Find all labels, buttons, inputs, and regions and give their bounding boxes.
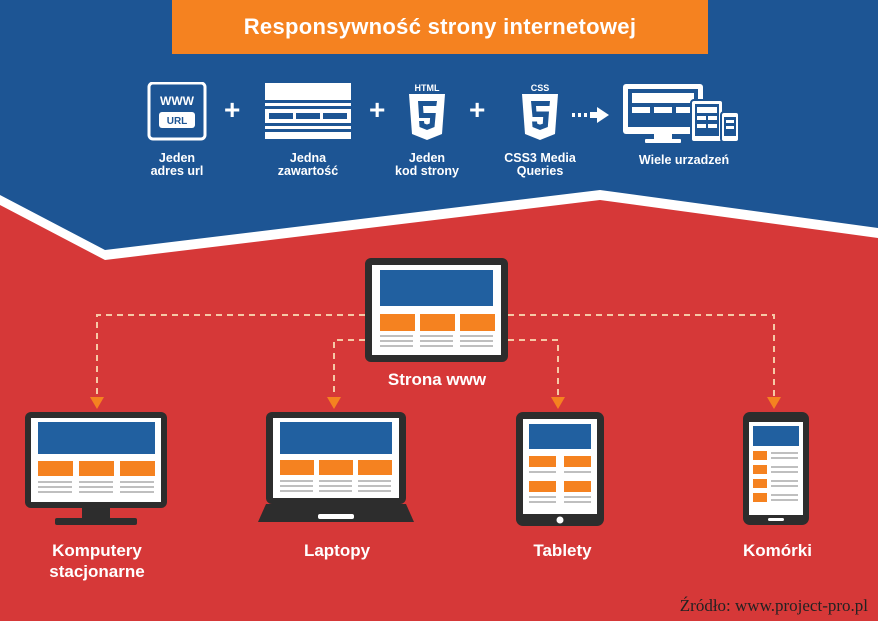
device-label-phone: Komórki (743, 541, 812, 560)
svg-text:HTML: HTML (415, 83, 440, 93)
html5-icon: HTML (409, 83, 445, 140)
plus-sign-3: + (469, 94, 486, 125)
tablet-icon (516, 412, 604, 526)
device-label-laptop: Laptopy (303, 541, 371, 560)
step-label-devices: Wiele urzadzeń (638, 153, 730, 167)
page-title: Responsywność strony internetowej (172, 0, 708, 54)
arrow-tablet (551, 397, 565, 409)
source-credit: Źródło: www.project-pro.pl (679, 596, 868, 615)
website-monitor-icon (365, 258, 508, 362)
arrow-desktop (90, 397, 104, 409)
connector-laptop (333, 339, 365, 398)
svg-text:URL: URL (167, 116, 188, 127)
www-url-icon: WWW URL (147, 82, 207, 141)
connector-tablet (508, 339, 559, 398)
desktop-monitor-icon (25, 412, 167, 525)
svg-text:WWW: WWW (160, 94, 195, 108)
svg-text:CSS: CSS (531, 83, 550, 93)
layout-content-icon (265, 83, 351, 139)
arrow-phone (767, 397, 781, 409)
connector-desktop (96, 314, 365, 398)
red-background (0, 200, 878, 621)
smartphone-icon (743, 412, 809, 525)
connector-phone (508, 314, 775, 398)
plus-sign-2: + (369, 94, 386, 125)
plus-sign-1: + (224, 94, 241, 125)
white-zigzag-line (0, 192, 878, 258)
hub-label: Strona www (387, 370, 487, 389)
connector-arrows (90, 397, 781, 409)
arrow-laptop (327, 397, 341, 409)
laptop-icon (258, 412, 414, 522)
css3-icon: CSS (522, 83, 558, 140)
arrow-right-icon (572, 107, 609, 123)
connectors (96, 314, 775, 398)
device-label-tablet: Tablety (533, 541, 592, 560)
multi-device-icon (623, 84, 740, 143)
